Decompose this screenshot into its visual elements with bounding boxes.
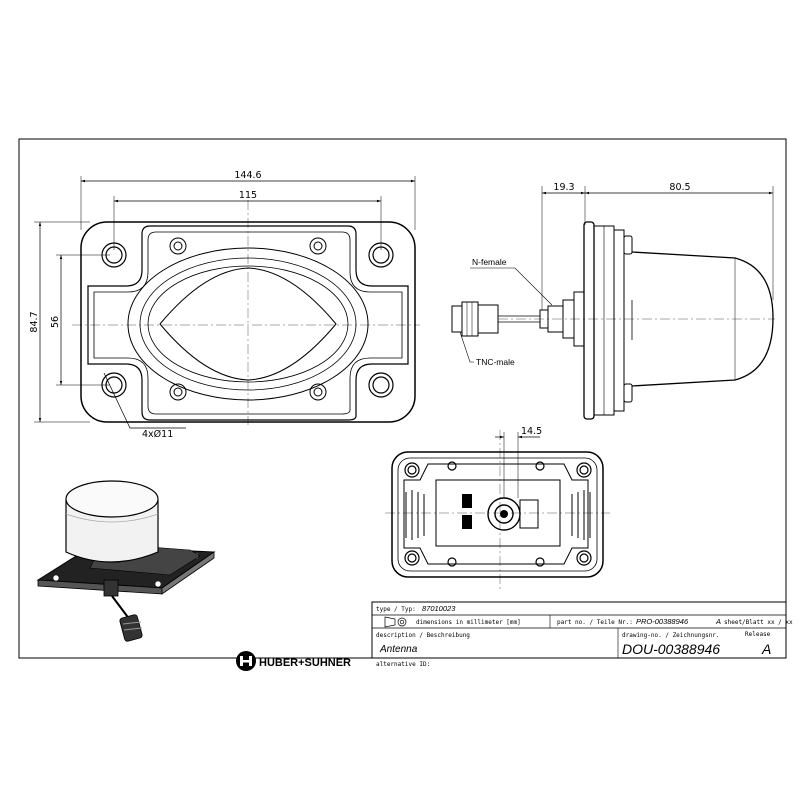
dim-hole-spacing-x: 115 — [239, 190, 257, 201]
alternative-label: alternative ID: — [376, 661, 430, 668]
part-value: PRO-00388946 — [636, 617, 689, 626]
isometric-view — [36, 480, 216, 642]
part-label: part no. / Teile Nr.: — [557, 619, 633, 626]
dim-hole-spacing-y: 56 — [50, 316, 61, 328]
dim-connector-offset: 14.5 — [521, 426, 542, 437]
side-view: N-female TNC-male 19.3 80.5 — [451, 182, 775, 420]
dim-side-offset: 19.3 — [553, 182, 574, 193]
type-value: 87010023 — [422, 604, 456, 613]
units-text: dimensions in millimeter [mm] — [416, 619, 521, 626]
callout-n-female: N-female — [472, 257, 507, 267]
drawing-label: drawing-no. / Zeichnungsnr. — [622, 632, 720, 639]
top-view: 144.6 115 84.7 56 4xØ11 — [29, 170, 420, 440]
logo-text: HUBER+SUHNER — [259, 657, 351, 669]
dim-overall-width: 144.6 — [234, 170, 261, 181]
dim-overall-height: 84.7 — [29, 311, 40, 332]
type-label: type / Typ: — [376, 606, 416, 613]
sheet-text: sheet/Blatt xx / xx — [724, 619, 793, 626]
title-block: type / Typ: 87010023 dimensions in milli… — [371, 601, 793, 668]
description-value: Antenna — [379, 644, 418, 655]
projection-symbol-icon — [384, 616, 407, 628]
huber-suhner-logo: HUBER+SUHNER — [236, 651, 351, 671]
drawing-value: DOU-00388946 — [622, 641, 720, 657]
release-value: A — [761, 641, 771, 657]
dim-side-height: 80.5 — [669, 182, 690, 193]
dim-holes: 4xØ11 — [142, 429, 173, 440]
callout-tnc-male: TNC-male — [476, 357, 515, 367]
part-rev: A — [715, 617, 721, 626]
bottom-view: 14.5 — [385, 426, 610, 590]
release-label: Release — [745, 631, 771, 638]
description-label: description / Beschreibung — [376, 632, 470, 639]
